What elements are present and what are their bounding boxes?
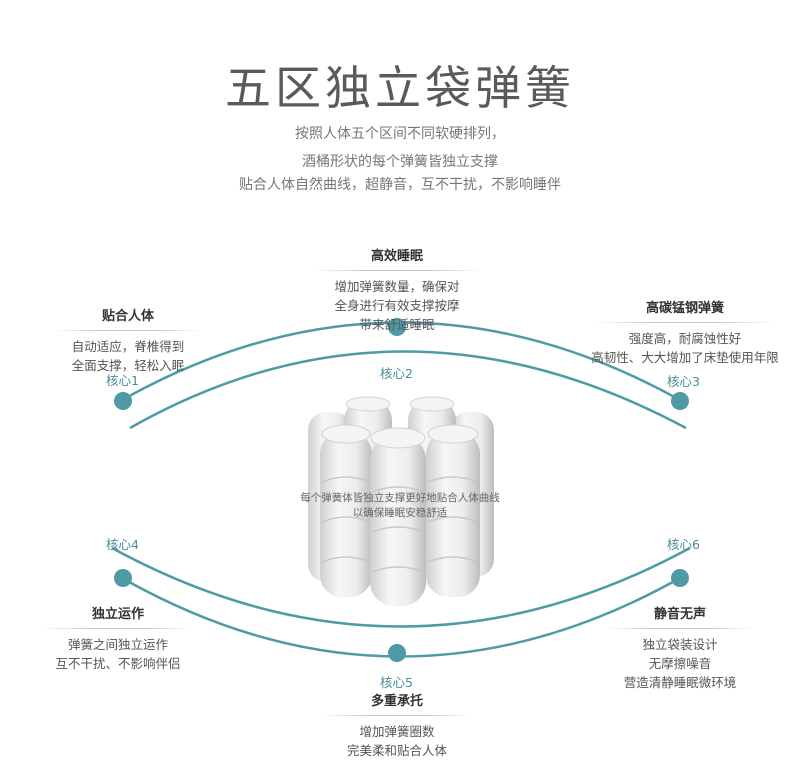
core-label-2: 核心2: [380, 366, 413, 381]
subtitle-line-2: 酒桶形状的每个弹簧皆独立支撑: [302, 154, 498, 170]
feature-sleep-line-3: 带来舒适睡眠: [359, 317, 435, 332]
feature-quiet-line-1: 独立袋装设计: [642, 637, 718, 652]
core-dot-2: [388, 318, 406, 336]
divider: [322, 715, 472, 716]
center-caption-line-1: 每个弹簧体皆独立支撑更好地贴合人体曲线: [300, 492, 500, 504]
core-label-1: 核心1: [106, 373, 139, 388]
divider: [595, 322, 775, 323]
feature-multi-line-2: 完美柔和贴合人体: [346, 743, 447, 758]
subtitle-line-1: 按照人体五个区间不同软硬排列，: [295, 126, 505, 142]
core-label-5: 核心5: [380, 675, 413, 690]
feature-steel: 高碳锰钢弹簧 强度高，耐腐蚀性好 高韧性、大大增加了床垫使用年限: [575, 300, 795, 367]
core-dot-3: [671, 392, 689, 410]
core-dot-4: [114, 569, 132, 587]
divider: [43, 628, 193, 629]
pocket-spring-image: [308, 396, 494, 606]
feature-fit: 贴合人体 自动适应，脊椎得到 全面支撑，轻松入眠: [48, 308, 208, 375]
core-dot-1: [114, 392, 132, 410]
feature-independent-line-2: 互不干扰、不影响伴侣: [55, 656, 181, 671]
divider: [605, 628, 755, 629]
center-caption-line-2: 以确保睡眠安稳舒适: [352, 507, 448, 519]
page-title: 五区独立袋弹簧: [225, 61, 575, 115]
feature-independent-title: 独立运作: [91, 607, 144, 622]
feature-steel-line-1: 强度高，耐腐蚀性好: [628, 331, 742, 346]
feature-multi-title: 多重承托: [370, 694, 423, 709]
feature-steel-line-2: 高韧性、大大增加了床垫使用年限: [591, 350, 779, 365]
feature-quiet-title: 静音无声: [653, 607, 706, 622]
feature-multi: 多重承托 增加弹簧圈数 完美柔和贴合人体: [317, 693, 477, 760]
feature-independent: 独立运作 弹簧之间独立运作 互不干扰、不影响伴侣: [38, 606, 198, 673]
core-label-6: 核心6: [667, 537, 700, 552]
feature-steel-title: 高碳锰钢弹簧: [645, 301, 724, 316]
subtitle-line-3: 贴合人体自然曲线，超静音，互不干扰，不影响睡伴: [239, 177, 561, 193]
feature-sleep-title: 高效睡眠: [370, 249, 423, 264]
feature-quiet-line-2: 无摩擦噪音: [648, 656, 712, 671]
feature-sleep-line-2: 全身进行有效支撑按摩: [334, 298, 460, 313]
feature-quiet-line-3: 营造清静睡眠微环境: [623, 675, 737, 690]
upper-arc-inner: [129, 350, 687, 430]
feature-quiet: 静音无声 独立袋装设计 无摩擦噪音 营造清静睡眠微环境: [600, 606, 760, 692]
lower-arc-inner: [111, 546, 691, 628]
feature-fit-line-2: 全面支撑，轻松入眠: [71, 358, 185, 373]
feature-multi-line-1: 增加弹簧圈数: [359, 724, 435, 739]
core-dot-5: [388, 644, 406, 662]
feature-fit-line-1: 自动适应，脊椎得到: [71, 339, 185, 354]
feature-sleep: 高效睡眠 增加弹簧数量，确保对 全身进行有效支撑按摩 带来舒适睡眠: [307, 248, 487, 334]
core-label-3: 核心3: [667, 374, 700, 389]
feature-fit-title: 贴合人体: [101, 309, 154, 324]
core-dot-6: [671, 569, 689, 587]
divider: [312, 270, 482, 271]
core-label-4: 核心4: [106, 537, 139, 552]
divider: [53, 330, 203, 331]
feature-independent-line-1: 弹簧之间独立运作: [67, 637, 168, 652]
feature-sleep-line-1: 增加弹簧数量，确保对: [334, 279, 460, 294]
